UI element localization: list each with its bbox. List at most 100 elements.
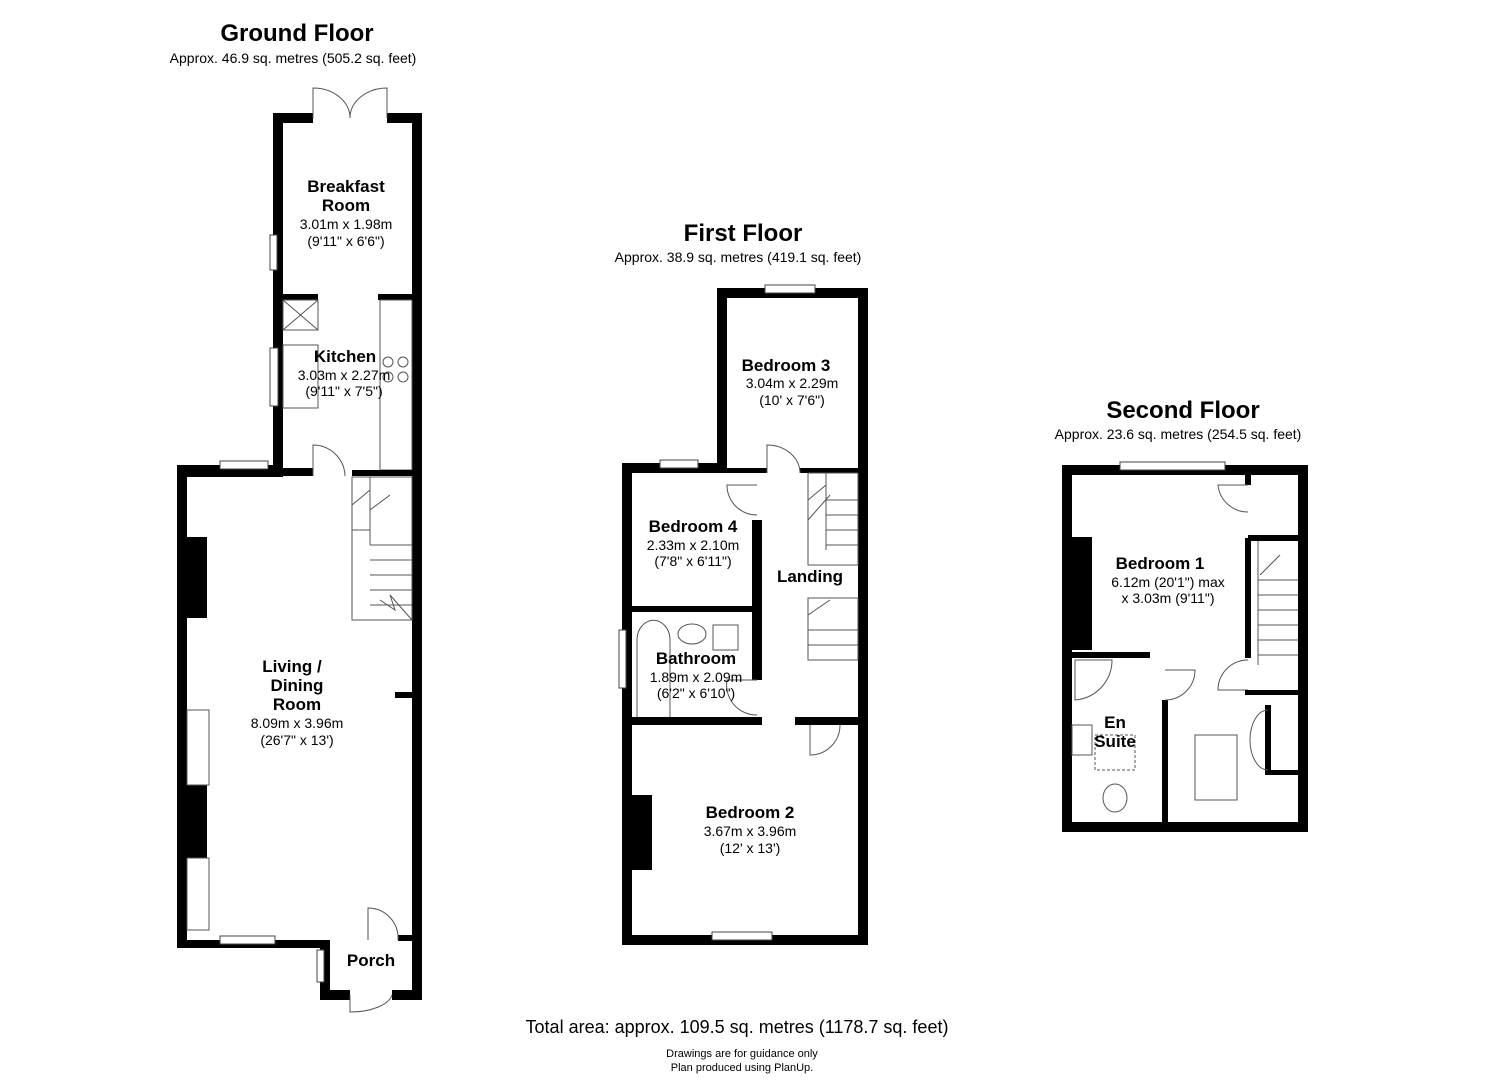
window <box>316 949 325 983</box>
room-name-en-suite: En <box>1104 713 1126 732</box>
wall <box>352 470 412 476</box>
sink <box>282 344 319 409</box>
door <box>1217 484 1249 513</box>
svg-text:3.03m x 2.27m: 3.03m x 2.27m <box>298 367 391 383</box>
room-name-bedroom-1: Bedroom 1 <box>1116 554 1205 573</box>
shower <box>1074 659 1113 701</box>
staircase <box>807 472 859 661</box>
wall <box>800 468 858 473</box>
room-dimensions: 3.01m x 1.98m <box>300 216 393 232</box>
hob-ring <box>382 356 394 368</box>
svg-text:2.33m x 2.10m: 2.33m x 2.10m <box>647 537 740 553</box>
svg-text:(26'7" x 13'): (26'7" x 13') <box>260 732 333 748</box>
room-name-porch: Porch <box>347 951 395 970</box>
wall <box>378 294 412 300</box>
svg-text:6.12m (20'1") max: 6.12m (20'1") max <box>1111 574 1224 590</box>
ground-floor-title: Ground Floor <box>220 20 373 47</box>
wall <box>412 113 422 1000</box>
door <box>312 444 346 477</box>
door <box>1217 659 1249 691</box>
room-name-living: Living / <box>262 657 322 676</box>
wall <box>177 465 187 948</box>
svg-text:3.67m x 3.96m: 3.67m x 3.96m <box>704 823 797 839</box>
window <box>764 284 816 294</box>
second-floor-plan: Second Floor Approx. 23.6 sq. metres (25… <box>1055 397 1308 832</box>
room-name-bedroom-2: Bedroom 2 <box>706 803 795 822</box>
wall <box>795 717 858 725</box>
wall <box>1162 700 1168 822</box>
second-floor-area: Approx. 23.6 sq. metres (254.5 sq. feet) <box>1055 426 1302 442</box>
wall <box>1245 690 1298 695</box>
wall <box>320 990 350 1000</box>
svg-text:(6'2" x 6'10"): (6'2" x 6'10") <box>657 685 735 701</box>
wall <box>632 717 762 725</box>
window <box>219 935 276 945</box>
window <box>219 460 269 470</box>
wall <box>320 940 330 1000</box>
wall <box>283 294 318 300</box>
room-name-kitchen: Kitchen <box>314 347 376 366</box>
chimney-breast <box>187 537 207 618</box>
svg-text:1.89m x 2.09m: 1.89m x 2.09m <box>650 669 743 685</box>
room-name-landing: Landing <box>777 567 843 586</box>
wall <box>1265 705 1271 775</box>
wall <box>622 463 632 945</box>
door <box>766 444 801 474</box>
svg-text:Room: Room <box>273 695 321 714</box>
wall <box>273 113 283 475</box>
svg-text:(10' x 7'6"): (10' x 7'6") <box>759 392 825 408</box>
wall <box>283 468 313 476</box>
room-name-bathroom: Bathroom <box>656 649 736 668</box>
svg-text:8.09m x 3.96m: 8.09m x 3.96m <box>251 715 344 731</box>
wall <box>858 288 868 945</box>
window <box>659 459 699 469</box>
wall <box>392 990 422 1000</box>
window <box>269 234 278 271</box>
window <box>269 347 279 407</box>
chimney-breast <box>187 785 207 858</box>
svg-text:(12' x 13'): (12' x 13') <box>720 840 781 856</box>
room-name-bedroom-4: Bedroom 4 <box>649 517 738 536</box>
door <box>367 907 399 941</box>
french-doors <box>312 87 388 119</box>
svg-text:Suite: Suite <box>1094 732 1136 751</box>
wall <box>752 520 762 612</box>
front-door <box>349 994 393 1013</box>
door <box>726 484 758 516</box>
bath <box>636 619 671 717</box>
wall <box>1298 465 1308 832</box>
wall <box>717 288 727 473</box>
total-area: Total area: approx. 109.5 sq. metres (11… <box>526 1017 949 1037</box>
toilet <box>1102 783 1128 813</box>
toilet <box>712 624 739 651</box>
door <box>726 679 758 716</box>
produced-by: Plan produced using PlanUp. <box>671 1062 813 1074</box>
window <box>1119 461 1226 471</box>
svg-text:(7'8" x 6'11"): (7'8" x 6'11") <box>654 553 731 569</box>
worktop <box>379 299 413 471</box>
ground-floor-area: Approx. 46.9 sq. metres (505.2 sq. feet) <box>170 50 417 66</box>
wall <box>727 468 767 473</box>
wall <box>387 113 422 123</box>
chimney-breast <box>1072 537 1092 650</box>
roof-window <box>1194 734 1238 801</box>
wall <box>1062 822 1308 832</box>
staircase <box>1257 541 1298 665</box>
window <box>711 931 773 941</box>
svg-text:x 3.03m (9'11"): x 3.03m (9'11") <box>1122 590 1215 606</box>
ground-floor-plan: Ground Floor Approx. 46.9 sq. metres (50… <box>170 20 422 1013</box>
appliance <box>282 299 319 331</box>
first-floor-area: Approx. 38.9 sq. metres (419.1 sq. feet) <box>615 249 862 265</box>
room-name-bedroom-3: Bedroom 3 <box>742 356 831 375</box>
wall <box>398 935 412 941</box>
svg-text:3.04m x 2.29m: 3.04m x 2.29m <box>746 375 839 391</box>
chimney-breast <box>632 795 652 870</box>
cupboard-doors <box>1249 709 1269 771</box>
basin <box>677 623 707 645</box>
svg-text:(9'11" x 7'5"): (9'11" x 7'5") <box>305 383 382 399</box>
first-floor-title: First Floor <box>684 220 803 247</box>
first-floor-plan: First Floor Approx. 38.9 sq. metres (419… <box>615 220 868 945</box>
staircase <box>351 476 413 621</box>
svg-text:(9'11" x 6'6"): (9'11" x 6'6") <box>307 233 384 249</box>
